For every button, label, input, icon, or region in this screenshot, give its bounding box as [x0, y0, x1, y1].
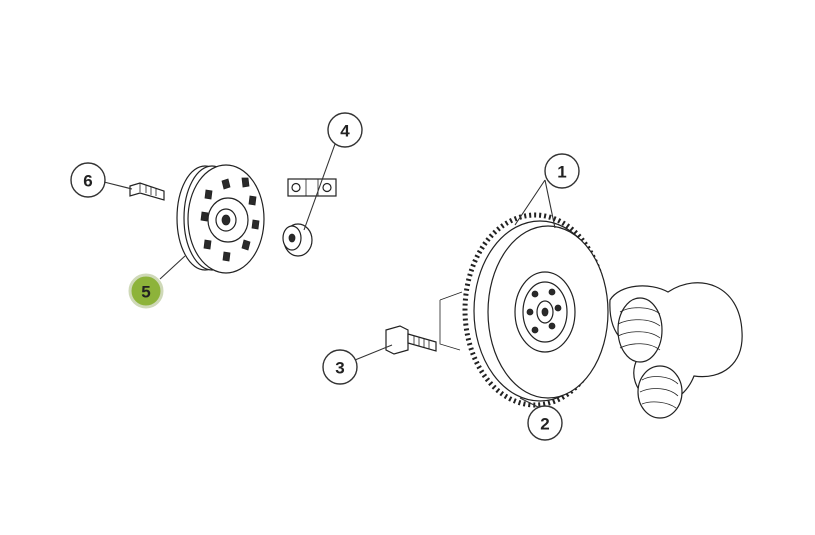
flywheel-2-part	[439, 212, 609, 408]
callout-4[interactable]: 4	[327, 112, 363, 148]
callout-5-highlighted[interactable]: 5	[128, 273, 164, 309]
bolt-6-part	[129, 182, 165, 201]
plate-5-part	[176, 164, 265, 274]
crankshaft-part	[609, 282, 743, 419]
callout-2-label: 2	[540, 415, 549, 434]
bolt-3-part	[385, 325, 437, 355]
callout-4-label: 4	[340, 122, 350, 141]
bracket-4-part	[282, 178, 337, 257]
callout-3[interactable]: 3	[322, 349, 358, 385]
leader-lines	[103, 143, 556, 409]
callout-5-label: 5	[141, 283, 150, 302]
callout-6-label: 6	[83, 172, 92, 191]
callout-1-label: 1	[557, 163, 566, 182]
callout-1[interactable]: 1	[544, 153, 580, 189]
callout-6[interactable]: 6	[70, 162, 106, 198]
callout-2[interactable]: 2	[527, 405, 563, 441]
callout-3-label: 3	[335, 359, 344, 378]
